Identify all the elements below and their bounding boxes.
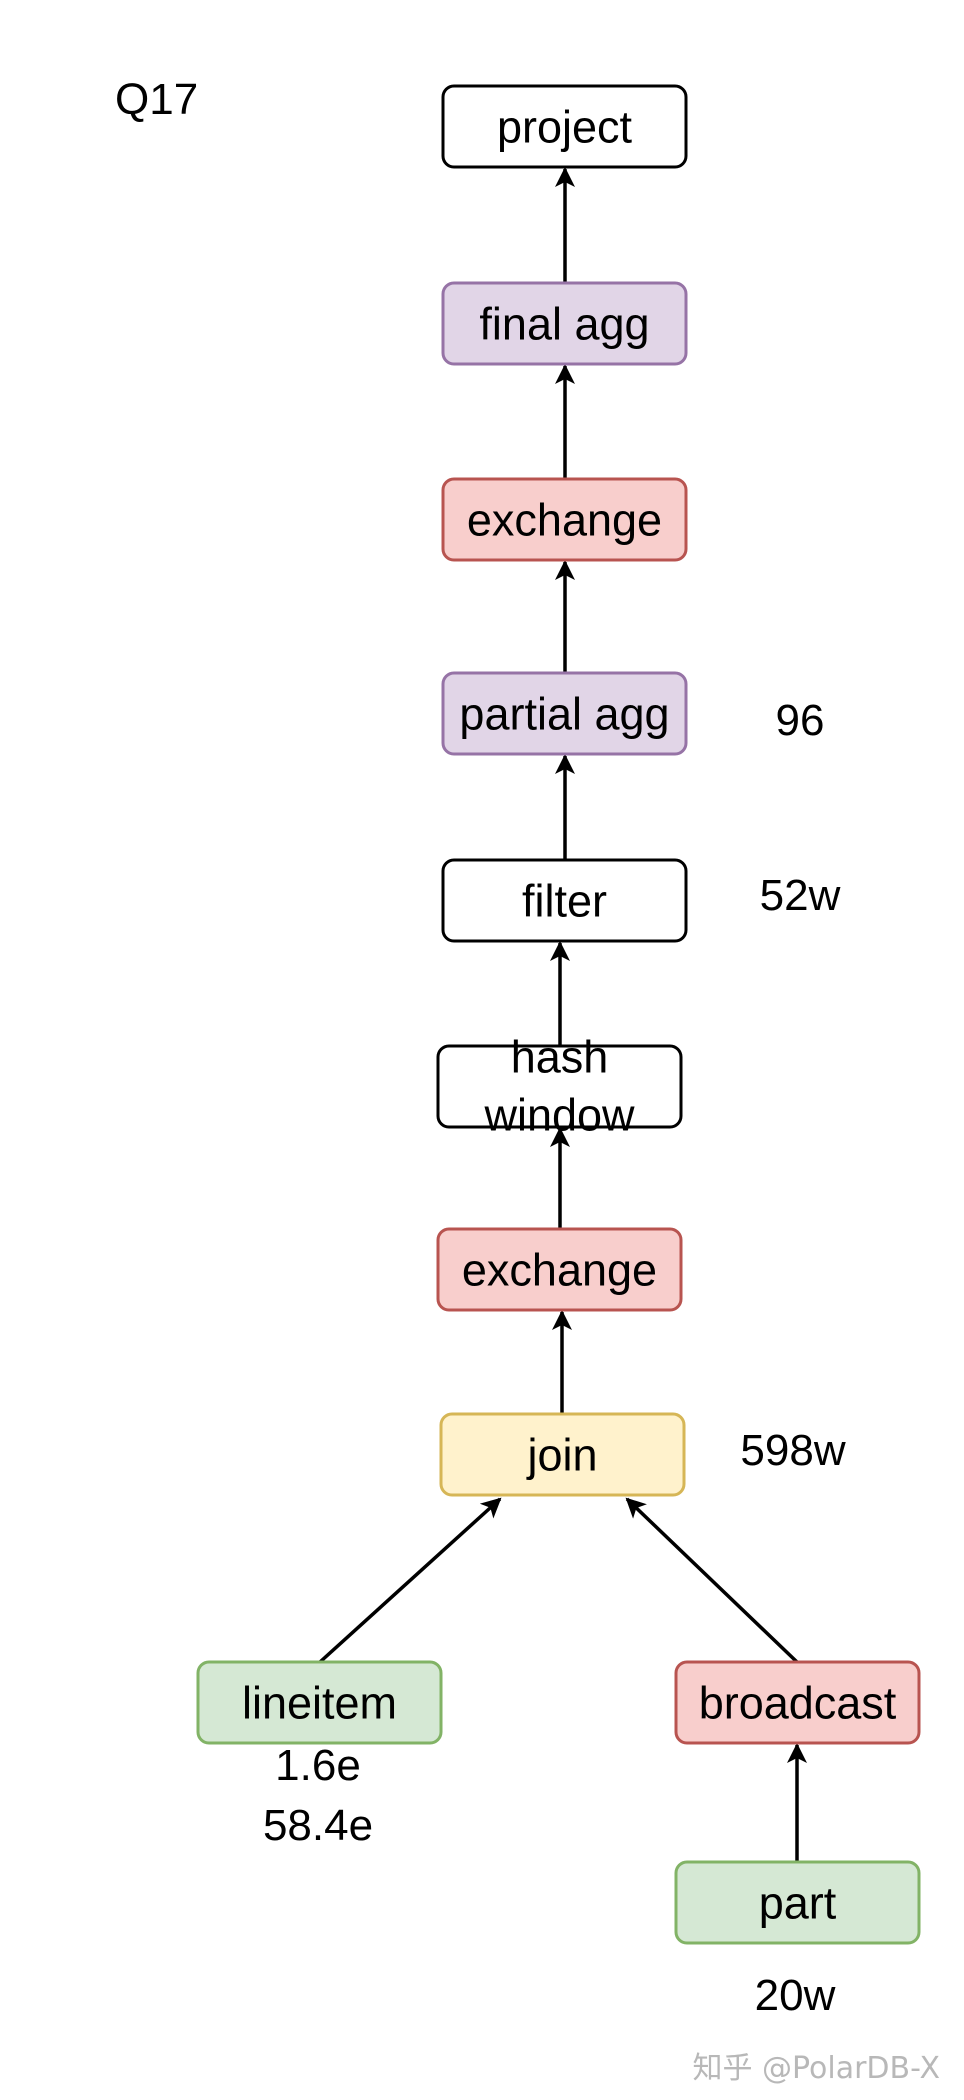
node-box [674,1660,921,1745]
node-final-agg: final agg [441,281,688,366]
node-label: part [759,1878,837,1929]
edge-lineitem-to-join [318,1497,502,1664]
node-label: lineitem [242,1678,397,1729]
lineitem-row-count-2: 58.4e [263,1801,373,1850]
node-label-line2: window [483,1090,635,1141]
node-exchange-mid: exchange [436,1227,683,1312]
part-row-count: 20w [755,1971,836,2020]
node-label: exchange [467,495,662,546]
nodes-layer: project final agg exchange partial agg filte… [196,84,921,1945]
node-label: broadcast [699,1678,897,1729]
watermark: 知乎 @PolarDB-X [692,2051,940,2086]
node-label: join [525,1430,597,1481]
node-exchange-top: exchange [441,477,688,562]
node-label: partial agg [459,689,669,740]
filter-row-count: 52w [760,871,841,920]
node-box [441,84,688,169]
edge-broadcast-to-join [625,1497,799,1664]
node-box [439,1412,686,1497]
join-row-count: 598w [740,1426,845,1475]
node-box [441,858,688,943]
lineitem-row-count-1: 1.6e [275,1741,361,1790]
node-label: exchange [462,1245,657,1296]
node-hash-window: hash window [436,1032,683,1141]
node-project: project [441,84,688,169]
node-label: filter [522,876,607,927]
node-broadcast: broadcast [674,1660,921,1745]
node-box [436,1044,683,1129]
node-label: final agg [479,299,649,350]
node-box [674,1860,921,1945]
node-box [441,671,688,756]
edges-layer [318,167,807,1862]
node-box [441,281,688,366]
node-box [441,477,688,562]
diagram-title: Q17 [115,75,198,124]
node-partial-agg: partial agg [441,671,688,756]
node-lineitem: lineitem [196,1660,443,1745]
node-filter: filter [441,858,688,943]
node-label: project [497,102,633,153]
node-box [436,1227,683,1312]
node-box [196,1660,443,1745]
node-join: join [439,1412,686,1497]
node-part: part [674,1860,921,1945]
partial-agg-row-count: 96 [776,696,825,745]
node-label-line1: hash [511,1032,609,1083]
